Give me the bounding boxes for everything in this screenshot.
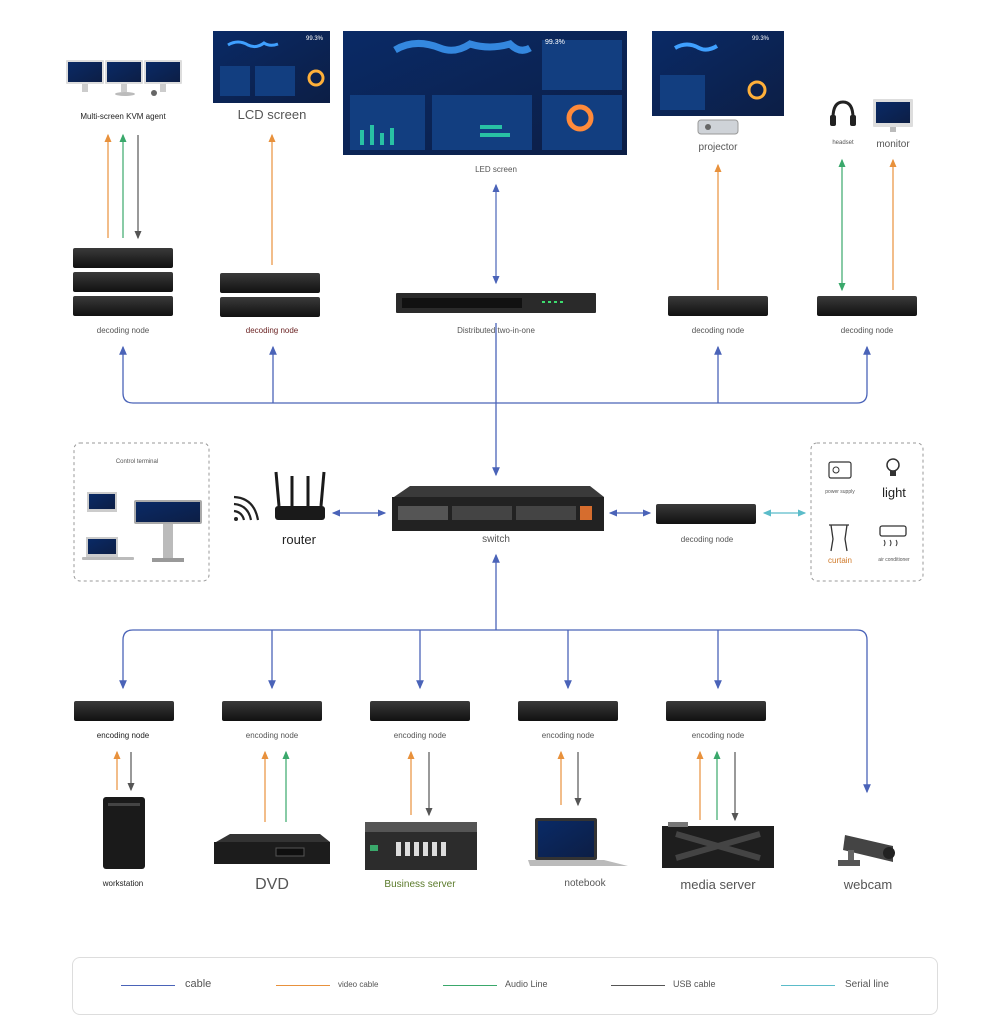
media-server-icon xyxy=(662,822,774,868)
router-icon xyxy=(274,471,326,520)
workstation-label: workstation xyxy=(102,879,144,888)
encoding-node-label-5: encoding node xyxy=(691,731,745,740)
webcam-label: webcam xyxy=(843,877,893,892)
control-terminal-box xyxy=(73,442,210,582)
headset-label: headset xyxy=(832,140,854,146)
encoding-node-label-1: encoding node xyxy=(96,731,150,740)
workstation-icon xyxy=(103,797,145,869)
legend-label-cable: cable xyxy=(185,978,212,990)
power-supply-label: power supply xyxy=(825,489,855,495)
upper-bus xyxy=(119,323,871,477)
environment-devices-box xyxy=(810,442,924,582)
distributed-label: Distributed two-in-one xyxy=(457,326,535,335)
led-screen: 99.3% xyxy=(343,31,627,155)
decoding-node-right-label: decoding node xyxy=(680,535,734,544)
encoding-node-label-4: encoding node xyxy=(541,731,595,740)
kvm-label: Multi-screen KVM agent xyxy=(80,112,166,121)
kvm-monitors xyxy=(66,60,182,96)
encoding-nodes xyxy=(74,701,766,721)
legend-label-audio: Audio Line xyxy=(505,979,548,989)
projector-icon xyxy=(697,119,739,135)
decoding-node-stack-2 xyxy=(220,273,320,317)
switch-label: switch xyxy=(482,534,510,545)
svg-text:99.3%: 99.3% xyxy=(545,39,565,46)
encoding-node-label-3: encoding node xyxy=(393,731,447,740)
business-server-label: Business server xyxy=(384,879,456,890)
business-server-icon xyxy=(365,822,477,870)
switch-device xyxy=(392,486,604,531)
svg-text:99.3%: 99.3% xyxy=(752,36,770,42)
webcam-icon xyxy=(838,835,895,866)
decoding-node-projector xyxy=(668,296,768,316)
dvd-icon xyxy=(214,834,330,864)
legend-swatch-usb xyxy=(611,985,665,986)
notebook-label: notebook xyxy=(564,878,606,889)
ac-label: air conditioner xyxy=(878,557,910,563)
decoding-node-label-1: decoding node xyxy=(96,326,150,335)
top-signal-lines xyxy=(104,133,897,292)
projector-screen: 99.3% xyxy=(652,31,784,116)
headset-icon xyxy=(830,100,856,126)
led-label: LED screen xyxy=(475,165,517,174)
decoding-node-monitor xyxy=(817,296,917,316)
legend-label-video: video cable xyxy=(338,980,379,989)
lower-bus xyxy=(119,553,871,794)
wifi-icon xyxy=(233,495,260,521)
decoding-node-label-4: decoding node xyxy=(840,326,894,335)
legend-label-serial: Serial line xyxy=(845,979,889,990)
decoding-node-stack-1 xyxy=(73,248,173,316)
legend-label-usb: USB cable xyxy=(673,979,716,989)
decoding-node-right xyxy=(656,504,756,524)
decoding-node-label-3: decoding node xyxy=(691,326,745,335)
notebook-icon xyxy=(528,818,628,866)
legend-swatch-video xyxy=(276,985,330,986)
distributed-device xyxy=(396,293,596,313)
legend-swatch-audio xyxy=(443,985,497,986)
projector-label: projector xyxy=(698,142,738,153)
svg-text:99.3%: 99.3% xyxy=(306,36,324,42)
light-label: light xyxy=(882,485,906,500)
encoding-node-label-2: encoding node xyxy=(245,731,299,740)
legend-swatch-cable xyxy=(121,985,175,986)
curtain-label: curtain xyxy=(827,556,853,565)
control-terminal-title: Control terminal xyxy=(115,459,159,465)
legend: cable video cable Audio Line USB cable S… xyxy=(72,957,938,1015)
lcd-screen: 99.3% xyxy=(213,31,330,103)
dvd-label: DVD xyxy=(255,876,289,893)
router-label: router xyxy=(282,532,316,547)
lcd-label: LCD screen xyxy=(237,107,307,122)
monitor-icon xyxy=(873,99,913,132)
decoding-node-label-2: decoding node xyxy=(245,326,299,335)
bottom-signal-lines xyxy=(113,750,739,822)
monitor-label: monitor xyxy=(876,139,910,150)
media-server-label: media server xyxy=(680,877,756,892)
legend-swatch-serial xyxy=(781,985,835,986)
